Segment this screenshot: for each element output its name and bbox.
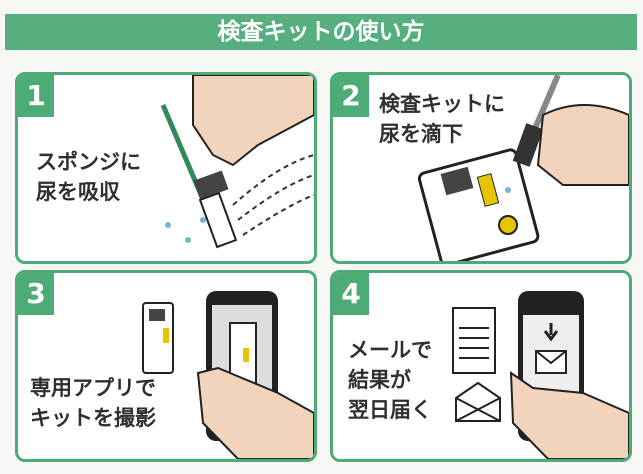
sponge-stick-illustration: [160, 75, 314, 249]
email-result-illustration: [452, 291, 629, 459]
step-text: メールで結果が翌日届く: [348, 335, 432, 425]
step-number: 4: [333, 273, 369, 315]
step-text-line: スポンジに: [36, 150, 141, 174]
step-number: 3: [18, 273, 54, 315]
step-text: 検査キットに尿を滴下: [379, 89, 505, 149]
step-text: 専用アプリでキットを撮影: [30, 373, 156, 433]
step-2-panel: 2 検査キットに尿を滴下: [330, 72, 632, 264]
step-text-line: メールで: [348, 338, 432, 362]
step-text: スポンジに尿を吸収: [36, 147, 141, 207]
step-4-panel: 4 メールで結果が翌日届く: [330, 270, 632, 462]
step-text-line: 専用アプリで: [30, 376, 156, 400]
step-text-line: 結果が: [348, 368, 411, 392]
page-title: 検査キットの使い方: [5, 14, 637, 50]
step-number: 2: [333, 75, 369, 117]
step-text-line: キットを撮影: [30, 406, 156, 430]
step-3-panel: 3 専用アプリでキットを撮影: [15, 270, 317, 462]
phone-photo-illustration: [142, 291, 314, 459]
step-text-line: 検査キットに: [379, 92, 505, 116]
step-text-line: 尿を滴下: [379, 122, 463, 146]
step-text-line: 尿を吸収: [36, 180, 120, 204]
step-text-line: 翌日届く: [348, 398, 432, 422]
test-kit-dropper-illustration: [417, 75, 629, 261]
step-1-panel: 1 スポンジに尿を吸収: [15, 72, 317, 264]
step-number: 1: [18, 75, 54, 117]
